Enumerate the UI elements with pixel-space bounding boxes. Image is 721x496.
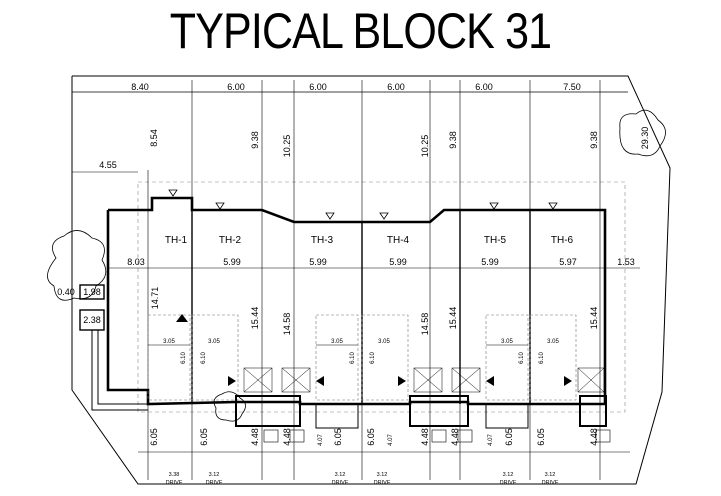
unit-width-label: 8.03 <box>127 257 145 267</box>
side-dim-label: 0.40 <box>57 287 75 297</box>
unit-label: TH-5 <box>484 235 507 246</box>
entry-arrows <box>176 314 572 386</box>
unit-label: TH-3 <box>311 235 334 246</box>
vertical-dim-label: 9.38 <box>448 131 458 149</box>
bottom-depth-labels: 6.05 6.05 4.48 4.48 6.05 6.05 4.48 4.48 … <box>149 428 599 446</box>
bottom-depth-label: 4.48 <box>420 428 430 446</box>
top-dim-label: 7.50 <box>563 82 581 92</box>
bottom-depth-label: 6.05 <box>536 428 546 446</box>
unit-depth-label: 14.58 <box>420 313 430 336</box>
parking-width-label: 3.05 <box>547 339 559 345</box>
unit-depth-labels: 14.71 15.44 14.58 14.58 15.44 15.44 <box>150 287 599 336</box>
setback-line <box>137 181 626 413</box>
stair-boxes <box>243 367 605 393</box>
page-title: TYPICAL BLOCK 31 <box>169 3 552 59</box>
drive-label: DRIVE <box>542 480 559 486</box>
unit-label: TH-6 <box>551 235 574 246</box>
unit-labels: TH-1 TH-2 TH-3 TH-4 TH-5 TH-6 <box>165 235 574 246</box>
drive-label: DRIVE <box>206 480 223 486</box>
parking-width-label: 3.05 <box>208 339 220 345</box>
drive-width-label: 3.12 <box>545 472 556 478</box>
top-dim-label: 6.00 <box>227 82 245 92</box>
unit-depth-label: 15.44 <box>250 307 260 330</box>
unit-width-label: 5.99 <box>389 257 407 267</box>
bottom-small-labels: 4.07 4.07 4.07 <box>318 434 494 446</box>
parking-depth-label: 6.10 <box>201 352 207 364</box>
side-dim-label: 2.38 <box>83 315 101 325</box>
parking-depth-label: 6.10 <box>350 352 356 364</box>
side-dim-labels: 0.40 1.98 2.38 <box>57 287 101 325</box>
top-dim-label: 8.40 <box>131 82 149 92</box>
top-dim-label: 6.00 <box>387 82 405 92</box>
parking-depth-label: 6.10 <box>519 352 525 364</box>
parking-width-label: 3.05 <box>163 339 175 345</box>
drive-label: DRIVE <box>374 480 391 486</box>
vertical-dim-label: 9.38 <box>589 131 599 149</box>
site-dim-label: 29.30 <box>640 127 650 150</box>
vertical-dim-label: 10.25 <box>420 135 430 158</box>
drive-label: DRIVE <box>166 480 183 486</box>
setback-label: 4.55 <box>99 160 117 170</box>
bottom-depth-label: 6.05 <box>366 428 376 446</box>
vertical-dim-label: 10.25 <box>282 135 292 158</box>
parking-bays <box>147 314 577 401</box>
parking-width-label: 3.05 <box>331 339 343 345</box>
side-dim-label: 1.98 <box>83 287 101 297</box>
unit-depth-label: 15.44 <box>589 307 599 330</box>
bottom-depth-label: 4.48 <box>450 428 460 446</box>
top-dim-label: 6.00 <box>309 82 327 92</box>
meter-boxes <box>263 429 611 443</box>
site-boundary <box>71 75 671 485</box>
unit-depth-label: 15.44 <box>448 307 458 330</box>
left-walkway <box>91 330 148 411</box>
parking-labels: 3.05 3.05 3.05 3.05 3.05 3.05 6.10 6.10 … <box>163 339 559 364</box>
bottom-depth-label: 4.48 <box>589 428 599 446</box>
unit-width-label: 5.99 <box>223 257 241 267</box>
drive-label: DRIVE <box>332 480 349 486</box>
parking-depth-label: 6.10 <box>539 352 545 364</box>
unit-partitions <box>191 210 531 404</box>
parking-width-label: 3.05 <box>378 339 390 345</box>
top-dimension-labels: 8.40 6.00 6.00 6.00 6.00 7.50 <box>131 82 581 92</box>
bottom-depth-label: 6.05 <box>199 428 209 446</box>
top-dim-label: 6.00 <box>475 82 493 92</box>
parking-depth-label: 6.10 <box>181 352 187 364</box>
parking-width-label: 3.05 <box>501 339 513 345</box>
grid-lines <box>147 80 601 480</box>
bottom-small-label: 4.07 <box>488 434 494 446</box>
vertical-dim-label: 8.54 <box>149 129 159 147</box>
tree-symbols <box>47 109 666 422</box>
vertical-dim-labels: 8.54 9.38 10.25 10.25 9.38 9.38 <box>149 129 599 157</box>
drive-width-label: 3.38 <box>169 472 180 478</box>
bottom-small-label: 4.07 <box>318 434 324 446</box>
unit-width-label: 1.53 <box>617 257 635 267</box>
drive-labels: 3.38 DRIVE 3.12 DRIVE 3.12 DRIVE 3.12 DR… <box>166 472 559 486</box>
unit-depth-label: 14.71 <box>150 287 160 310</box>
drive-label: DRIVE <box>500 480 517 486</box>
drive-width-label: 3.12 <box>209 472 220 478</box>
unit-width-label: 5.99 <box>481 257 499 267</box>
vertical-dim-label: 9.38 <box>250 131 260 149</box>
unit-width-label: 5.99 <box>309 257 327 267</box>
marker-triangles <box>168 189 558 220</box>
unit-width-label: 5.97 <box>559 257 577 267</box>
bottom-depth-label: 6.05 <box>333 428 343 446</box>
unit-width-labels: 8.03 5.99 5.99 5.99 5.99 5.97 1.53 <box>127 257 635 267</box>
unit-label: TH-1 <box>165 235 188 246</box>
drive-width-label: 3.12 <box>335 472 346 478</box>
drive-width-label: 3.12 <box>503 472 514 478</box>
drive-width-label: 3.12 <box>377 472 388 478</box>
parking-depth-label: 6.10 <box>370 352 376 364</box>
unit-label: TH-4 <box>387 235 410 246</box>
bottom-depth-label: 6.05 <box>149 428 159 446</box>
bottom-depth-label: 6.05 <box>504 428 514 446</box>
unit-depth-label: 14.58 <box>282 313 292 336</box>
bottom-depth-label: 4.48 <box>282 428 292 446</box>
porches <box>235 395 607 429</box>
bottom-small-label: 4.07 <box>388 434 394 446</box>
unit-label: TH-2 <box>219 235 242 246</box>
bottom-depth-label: 4.48 <box>250 428 260 446</box>
